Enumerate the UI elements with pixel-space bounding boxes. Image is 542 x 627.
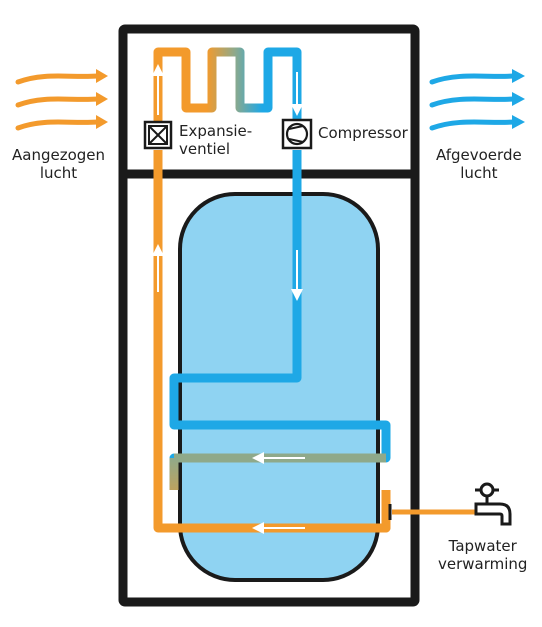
tap-water-label-line2: verwarming — [438, 555, 528, 573]
exhaust-air-arrows-icon — [429, 69, 525, 131]
exhaust-air-label-line2: lucht — [460, 164, 498, 182]
intake-air-label: Aangezogen lucht — [12, 146, 105, 182]
evaporator-coil — [153, 47, 302, 125]
exhaust-air-label-line1: Afgevoerde — [436, 146, 522, 164]
expansion-valve-label-line1: Expansie- — [179, 122, 253, 140]
tap-faucet-icon — [474, 482, 512, 526]
compressor-label: Compressor — [318, 124, 408, 142]
expansion-valve-label-line2: ventiel — [179, 140, 231, 158]
water-tank — [178, 192, 380, 582]
intake-air-arrows-icon — [15, 69, 108, 131]
cabinet-frame — [118, 24, 420, 607]
intake-air-label-line2: lucht — [39, 164, 78, 182]
tap-water-label: Tapwater verwarming — [438, 537, 527, 573]
tap-water-label-line1: Tapwater — [448, 537, 517, 555]
exhaust-air-label: Afgevoerde lucht — [436, 146, 522, 182]
expansion-valve-icon — [143, 120, 173, 150]
flow-arrow-icon — [152, 64, 305, 534]
compressor-label-text: Compressor — [318, 124, 408, 142]
intake-air-label-line1: Aangezogen — [12, 146, 106, 164]
expansion-valve-label: Expansie- ventiel — [179, 122, 252, 158]
compressor-icon — [281, 118, 313, 150]
